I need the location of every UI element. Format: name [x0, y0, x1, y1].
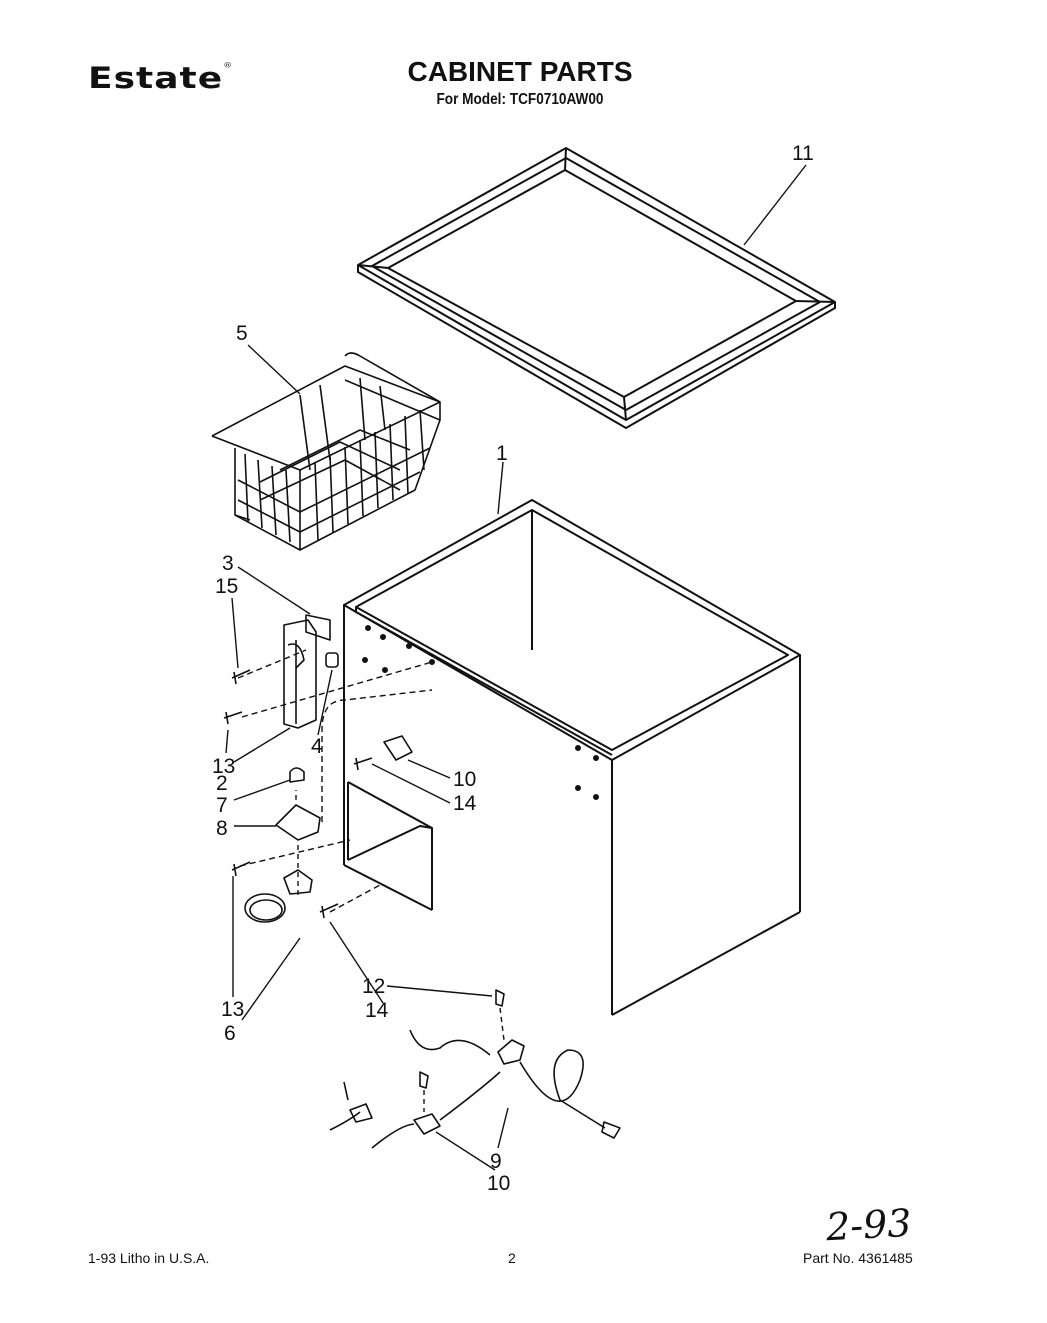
litho-note: 1-93 Litho in U.S.A. — [88, 1250, 210, 1266]
leader-lines — [225, 164, 807, 1171]
callout-15: 15 — [215, 575, 238, 598]
callout-14-lower: 14 — [365, 999, 389, 1022]
model-subtitle: For Model: TCF0710AW00 — [436, 91, 604, 108]
callout-7: 7 — [216, 794, 228, 817]
page-title: CABINET PARTS — [407, 56, 633, 87]
lid-frame — [357, 147, 836, 429]
callout-10-lower: 10 — [487, 1172, 510, 1195]
callout-6: 6 — [224, 1022, 236, 1045]
wire-basket — [211, 352, 441, 551]
thermostat-mount — [319, 735, 413, 919]
callout-4: 4 — [311, 735, 323, 758]
callout-2: 2 — [216, 772, 228, 795]
callout-14-upper: 14 — [453, 792, 477, 815]
brand-logo: Estate® — [88, 62, 234, 96]
callout-11: 11 — [792, 142, 814, 165]
callout-3: 3 — [222, 552, 234, 575]
callout-13-lower: 13 — [221, 998, 244, 1021]
callout-labels: 11 5 1 3 15 13 4 2 7 8 10 14 13 6 12 14 … — [212, 142, 814, 1195]
callout-8: 8 — [216, 817, 228, 840]
callout-9: 9 — [490, 1150, 502, 1173]
hinge-assembly — [223, 614, 339, 923]
cabinet-box — [343, 499, 801, 1016]
handwritten-date: 2-93 — [824, 1200, 913, 1250]
callout-10-upper: 10 — [453, 768, 476, 791]
callout-1: 1 — [496, 442, 508, 465]
page-number: 2 — [508, 1250, 516, 1266]
wiring-harness — [329, 989, 621, 1149]
callout-12: 12 — [362, 975, 385, 998]
part-number: Part No. 4361485 — [803, 1250, 913, 1266]
callout-5: 5 — [236, 322, 248, 345]
callout-13-upper: 13 — [212, 755, 235, 778]
